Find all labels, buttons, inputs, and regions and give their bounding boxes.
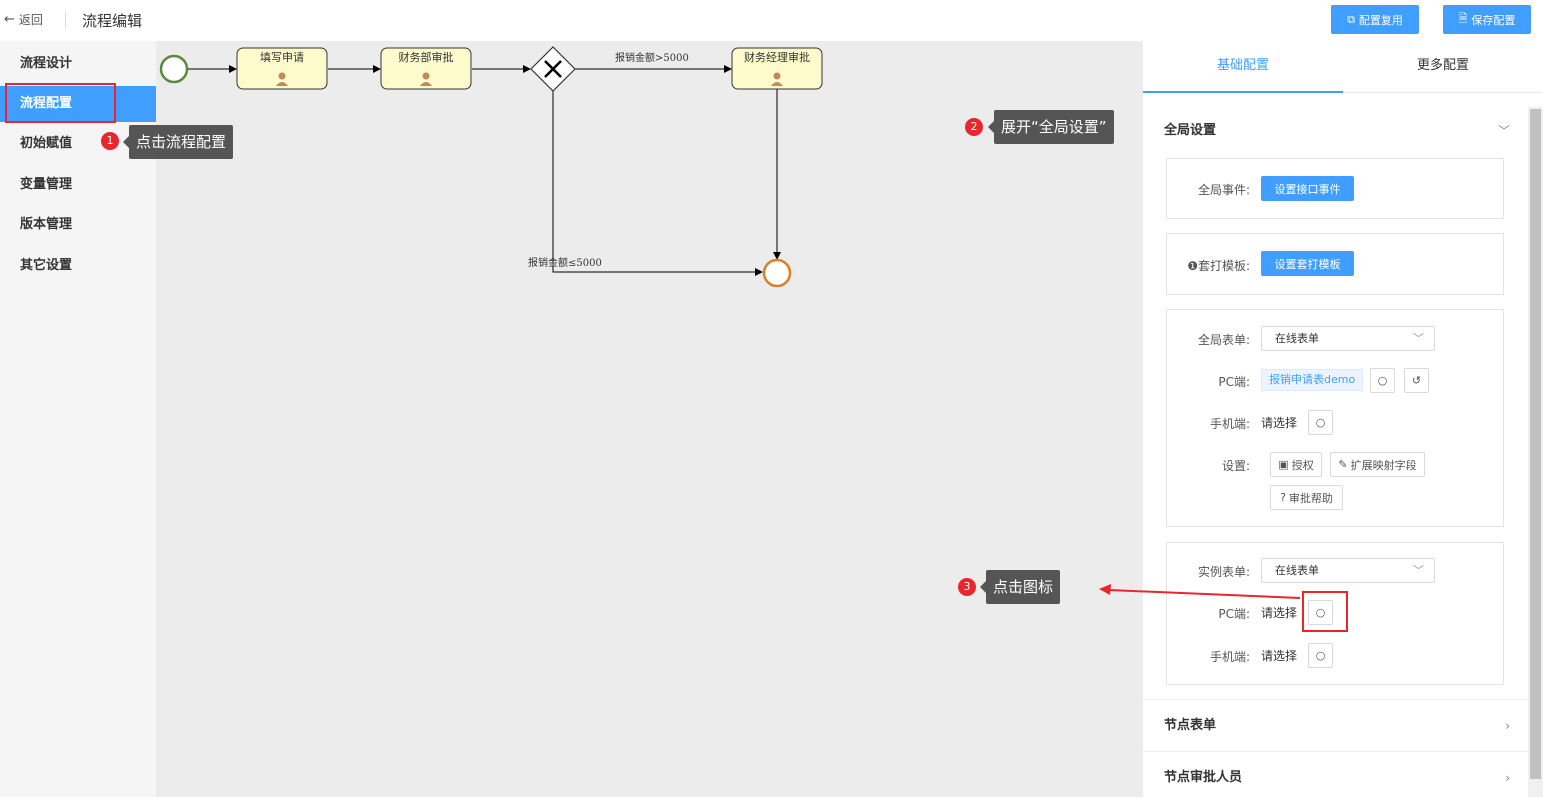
highlight-box — [1302, 591, 1348, 632]
top-bar: ← 返回 流程编辑 ⧉ 配置复用 🗎 保存配置 — [0, 0, 1543, 41]
pc-value: 请选择 — [1261, 606, 1298, 620]
global-form-card: 全局表单: 在线表单 ﹀ PC端: 报销申请表demo ○ ↺ 手机端: 请选择… — [1166, 309, 1504, 527]
flow-label-over: 报销金额>5000 — [615, 51, 689, 64]
back-label: 返回 — [18, 13, 43, 27]
step-number-badge: 2 — [965, 118, 983, 136]
config-tabs: 基础配置 更多配置 — [1143, 41, 1543, 93]
authorize-button[interactable]: ▣授权 — [1270, 452, 1322, 477]
sidebar-item-versions[interactable]: 版本管理 — [20, 217, 73, 232]
arrow-left-icon: ← — [4, 12, 15, 27]
edit-icon: ✎ — [1338, 458, 1348, 471]
task-label: 财务部审批 — [399, 50, 454, 64]
instance-form-label: 实例表单: — [1197, 565, 1250, 579]
sidebar-item-initial-values[interactable]: 初始赋值 — [20, 136, 73, 151]
tab-basic-config[interactable]: 基础配置 — [1143, 41, 1343, 93]
node-approvers-header[interactable]: 节点审批人员 › — [1143, 751, 1528, 803]
global-form-label: 全局表单: — [1197, 333, 1250, 347]
step-callout: 展开“全局设置” — [988, 110, 1114, 144]
chevron-right-icon: › — [1505, 771, 1510, 785]
task-finance-manager-approval — [731, 47, 823, 90]
divider — [65, 12, 66, 28]
task-finance-dept-approval — [380, 47, 472, 90]
save-config-button[interactable]: 🗎 保存配置 — [1443, 5, 1531, 34]
section-title: 全局设置 — [1164, 123, 1217, 138]
step-number-badge: 1 — [101, 132, 119, 150]
pc-label: PC端: — [1218, 375, 1250, 389]
step-number-badge: 3 — [958, 578, 976, 596]
chevron-down-icon: ﹀ — [1497, 124, 1510, 138]
end-event — [762, 258, 792, 288]
search-icon[interactable]: ○ — [1308, 600, 1333, 625]
node-form-header[interactable]: 节点表单 › — [1143, 699, 1528, 751]
flow-label-under: 报销金额≤5000 — [528, 256, 602, 269]
global-form-select[interactable]: 在线表单 ﹀ — [1261, 326, 1435, 351]
section-title: 节点表单 — [1164, 718, 1217, 733]
highlight-box — [5, 83, 116, 123]
process-canvas[interactable]: 填写申请 财务部审批 财务经理审批 报销金额>5000 报销金额≤5000 — [156, 41, 1143, 797]
refresh-icon[interactable]: ↺ — [1404, 368, 1429, 393]
bpmn-diagram: 填写申请 财务部审批 财务经理审批 报销金额>5000 报销金额≤5000 — [159, 46, 823, 288]
step-callout: 点击流程配置 — [122, 125, 234, 159]
extend-field-mapping-button[interactable]: ✎扩展映射字段 — [1330, 452, 1425, 477]
start-event — [159, 54, 189, 84]
search-icon[interactable]: ○ — [1370, 368, 1395, 393]
sidebar-item-process-config[interactable]: 流程配置 — [0, 86, 156, 122]
help-label: 审批帮助 — [1288, 491, 1333, 505]
mobile-value: 请选择 — [1261, 649, 1298, 663]
extend-label: 扩展映射字段 — [1350, 458, 1417, 472]
section-title: 节点审批人员 — [1164, 770, 1243, 785]
sidebar-item-other-settings[interactable]: 其它设置 — [20, 258, 73, 273]
sidebar-item-process-design[interactable]: 流程设计 — [20, 56, 73, 71]
config-panel: 基础配置 更多配置 全局设置 ﹀ 全局事件: 设置接口事件 ❶套打模板: 设置套… — [1143, 41, 1543, 797]
mobile-value: 请选择 — [1261, 416, 1298, 430]
global-event-label: 全局事件: — [1197, 183, 1250, 197]
instance-form-card: 实例表单: 在线表单 ﹀ PC端: 请选择 ○ 手机端: 请选择 ○ — [1166, 542, 1504, 685]
sidebar: 流程设计 流程配置 初始赋值 变量管理 版本管理 其它设置 — [0, 41, 156, 797]
select-value: 在线表单 — [1275, 564, 1319, 577]
set-print-template-button[interactable]: 设置套打模板 — [1261, 251, 1354, 276]
pc-form-tag[interactable]: 报销申请表demo — [1261, 369, 1364, 391]
chevron-down-icon: ﹀ — [1413, 332, 1424, 345]
chevron-right-icon: › — [1505, 719, 1510, 733]
select-value: 在线表单 — [1275, 332, 1319, 345]
sequence-flow-under — [552, 90, 763, 276]
step-callout: 点击图标 — [979, 570, 1061, 604]
global-event-card: 全局事件: 设置接口事件 — [1166, 158, 1504, 219]
user-icon — [276, 72, 288, 86]
reuse-config-label: 配置复用 — [1358, 13, 1403, 27]
copy-icon: ⧉ — [1347, 12, 1355, 26]
reuse-config-button[interactable]: ⧉ 配置复用 — [1331, 5, 1419, 34]
mobile-label: 手机端: — [1209, 650, 1250, 664]
task-label: 填写申请 — [260, 50, 304, 64]
approval-help-button[interactable]: ?审批帮助 — [1270, 485, 1343, 510]
scrollbar[interactable] — [1528, 107, 1543, 797]
question-icon: ? — [1280, 491, 1286, 504]
global-settings-header[interactable]: 全局设置 ﹀ — [1143, 105, 1528, 157]
instance-form-select[interactable]: 在线表单 ﹀ — [1261, 558, 1435, 583]
authorize-label: 授权 — [1291, 458, 1314, 472]
file-icon: 🗎 — [1458, 12, 1468, 25]
pointer-arrow — [1099, 584, 1301, 599]
pc-label: PC端: — [1218, 607, 1250, 621]
scrollbar-thumb[interactable] — [1530, 109, 1541, 779]
task-label: 财务经理审批 — [744, 50, 810, 64]
user-icon — [771, 72, 783, 86]
set-api-event-button[interactable]: 设置接口事件 — [1261, 176, 1354, 201]
tab-more-config[interactable]: 更多配置 — [1416, 58, 1469, 73]
sidebar-item-variables[interactable]: 变量管理 — [20, 177, 73, 192]
user-icon — [420, 72, 432, 86]
save-config-label: 保存配置 — [1471, 13, 1516, 27]
search-icon[interactable]: ○ — [1308, 643, 1333, 668]
back-button[interactable]: ← 返回 — [4, 11, 43, 28]
print-template-card: ❶套打模板: 设置套打模板 — [1166, 233, 1504, 295]
chevron-down-icon: ﹀ — [1413, 564, 1424, 577]
id-card-icon: ▣ — [1278, 458, 1289, 471]
print-template-label: ❶套打模板: — [1187, 259, 1250, 273]
search-icon[interactable]: ○ — [1308, 410, 1333, 435]
mobile-label: 手机端: — [1209, 417, 1250, 431]
settings-label: 设置: — [1221, 459, 1250, 473]
task-fill-application — [236, 47, 328, 90]
page-title: 流程编辑 — [82, 12, 143, 30]
